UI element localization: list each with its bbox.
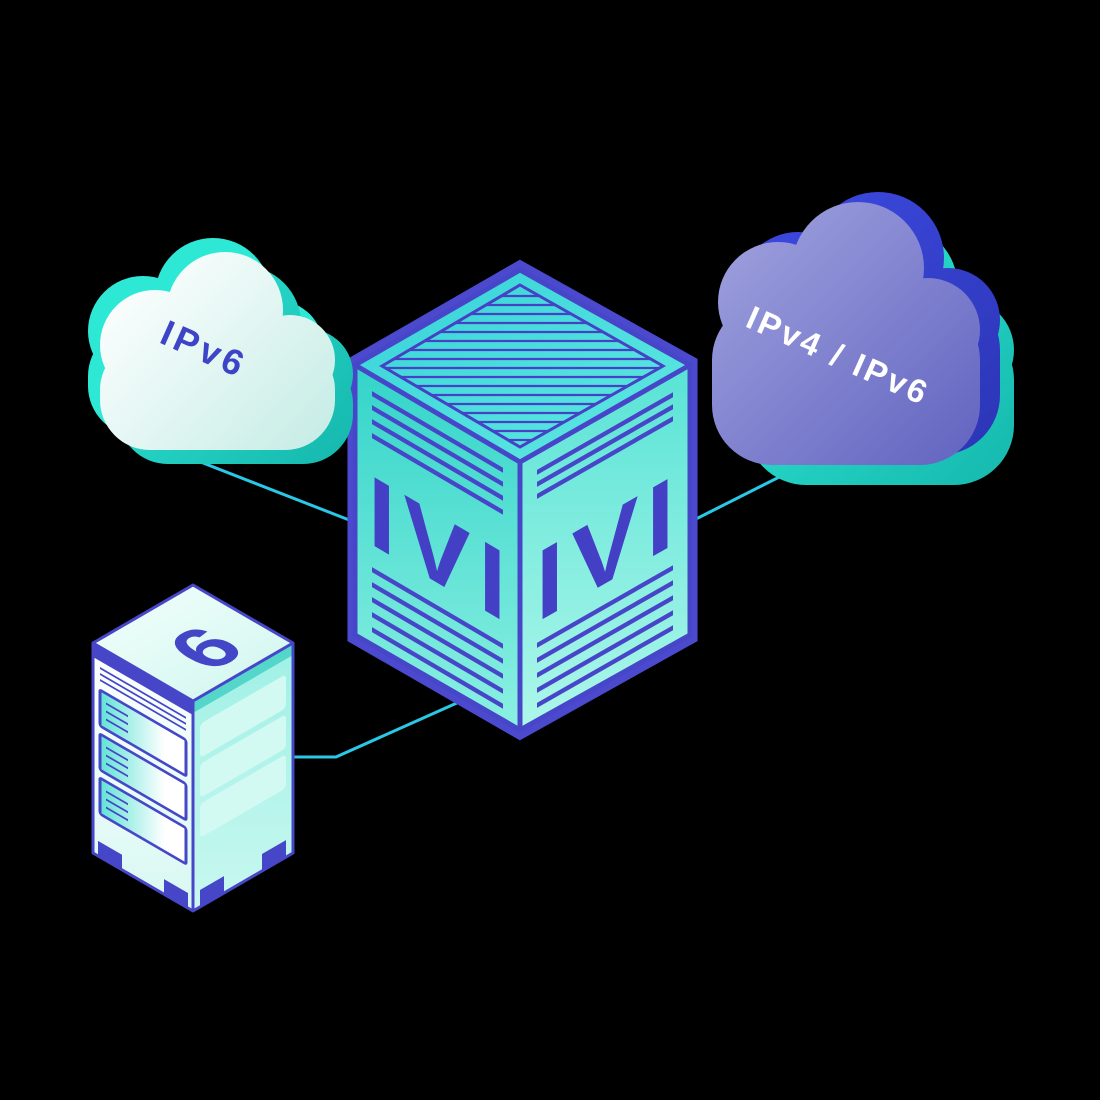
server-side-feet [200, 840, 286, 907]
cube-top-inner-border [379, 283, 667, 449]
server-body-outline [91, 643, 295, 913]
ipv6-server: 6 [91, 583, 295, 913]
server-side-top-band [193, 643, 293, 714]
server-feet [98, 840, 188, 909]
cube-right-face-stripes [537, 392, 673, 708]
server-vents [100, 666, 186, 731]
server-side-bays [200, 675, 286, 837]
cube-left-face-stripes [372, 391, 503, 709]
ipv6-cloud: IPv6 [88, 238, 353, 464]
cube-edges [352, 267, 693, 733]
server-front-details [93, 642, 193, 909]
cube-top-hatching [385, 294, 660, 442]
link-server-to-gateway [292, 696, 469, 759]
ivi-gateway-cube: IVI IVI [347, 259, 698, 741]
server-top-band [93, 642, 193, 715]
server-side-details [193, 643, 293, 907]
server-drawer-lines [106, 702, 128, 822]
ipv4-ipv6-cloud: IPv4 / IPv6 [712, 192, 1014, 485]
